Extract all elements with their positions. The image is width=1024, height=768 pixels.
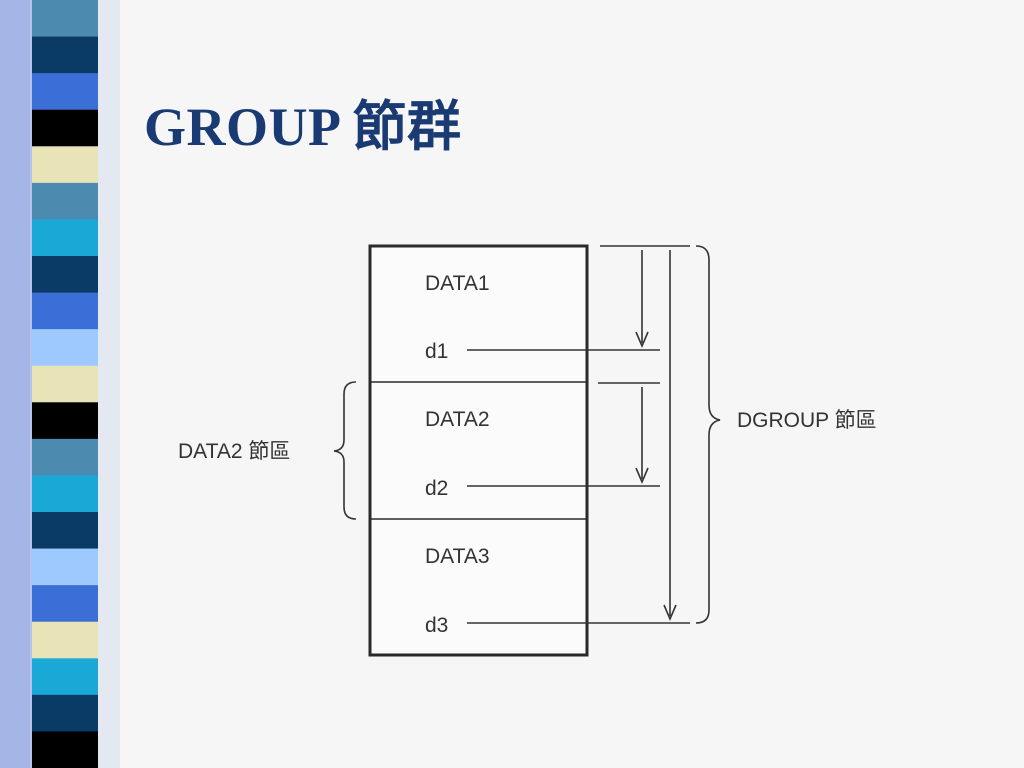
- stripe-block: [32, 402, 98, 440]
- stripe-block: [32, 585, 98, 623]
- memory-block: [368, 244, 589, 657]
- data1-arrowhead-icon: [635, 331, 649, 349]
- stripe-block: [32, 621, 98, 659]
- segment-end-label-d1: d1: [425, 340, 448, 363]
- stripe-block: [32, 109, 98, 147]
- segment-label-data2: DATA2: [425, 408, 490, 431]
- stripe-block: [32, 256, 98, 294]
- segment-end-label-d2: d2: [425, 477, 448, 500]
- stripe-block: [32, 512, 98, 550]
- stripe-block: [32, 658, 98, 696]
- segment-label-data1: DATA1: [425, 272, 490, 295]
- stripe-block: [32, 146, 98, 184]
- stripe-block: [32, 73, 98, 111]
- stripe-block: [32, 438, 98, 476]
- stripe-block: [32, 731, 98, 768]
- stripe-block: [32, 292, 98, 330]
- dgroup-segment-brace: [695, 245, 721, 624]
- dgroup-segment-label: DGROUP 節區: [737, 409, 877, 432]
- data2-segment-brace: [333, 381, 357, 520]
- data2-arrowhead-icon: [635, 467, 649, 485]
- segment-label-data3: DATA3: [425, 545, 490, 568]
- stripe-block: [32, 365, 98, 403]
- decorative-stripe-bar: [0, 0, 120, 768]
- stripe-block: [32, 182, 98, 220]
- segment-end-label-d3: d3: [425, 614, 448, 637]
- stripe-right-shade: [98, 0, 120, 768]
- data2-segment-label: DATA2 節區: [178, 440, 290, 463]
- stripe-block: [32, 329, 98, 367]
- stripe-block: [32, 694, 98, 732]
- stripe-block: [32, 0, 98, 38]
- slide-title: GROUP 節群: [144, 97, 462, 157]
- stripe-left-band: [0, 0, 30, 768]
- stripe-block: [32, 548, 98, 586]
- stripe-block: [32, 36, 98, 74]
- stripe-block: [32, 219, 98, 257]
- dgroup-arrowhead-icon: [663, 604, 677, 622]
- stripe-block: [32, 475, 98, 513]
